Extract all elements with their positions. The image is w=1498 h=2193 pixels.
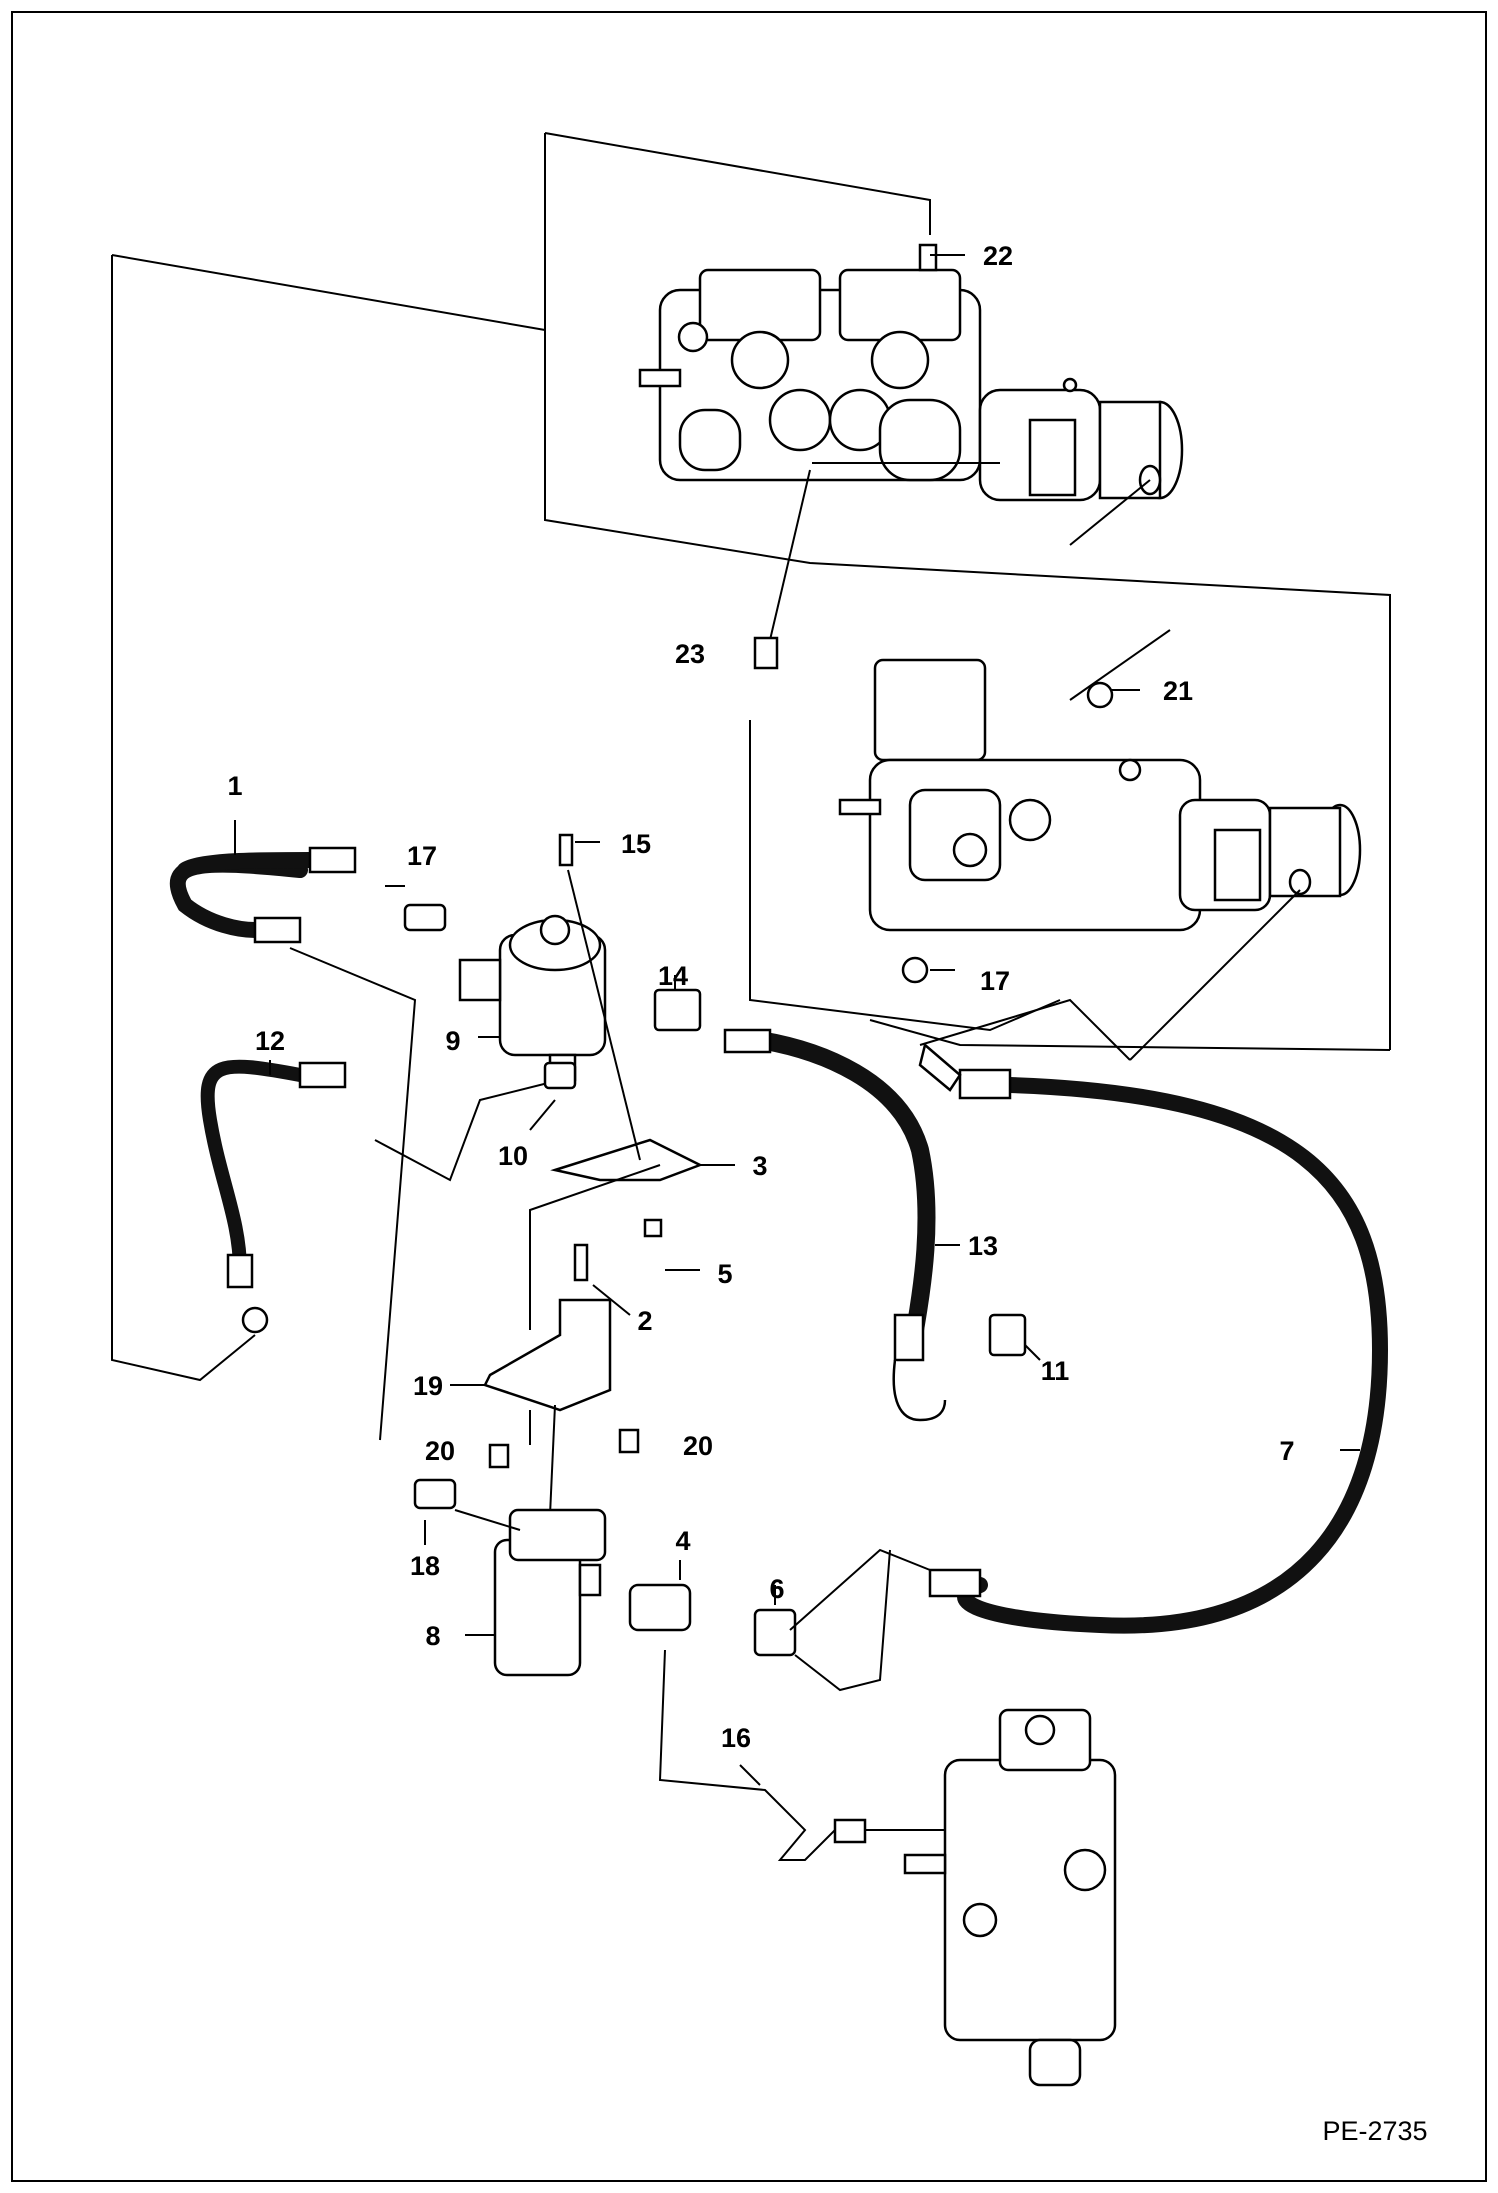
callout-labels: 1 2 3 4 5 6 7 8 9 10 11 12 13 14 15 16 1… <box>227 241 1294 1753</box>
gear-pump-9 <box>458 914 607 1082</box>
hose-1 <box>169 846 357 944</box>
callout-17-lower: 17 <box>980 966 1010 996</box>
callout-12: 12 <box>255 1026 285 1056</box>
callout-1: 1 <box>227 771 242 801</box>
drawing-code: PE-2735 <box>1322 2116 1427 2146</box>
callout-10: 10 <box>498 1141 528 1171</box>
filter-8 <box>493 1508 607 1677</box>
callout-4: 4 <box>675 1526 690 1556</box>
callout-2: 2 <box>637 1306 652 1336</box>
callout-20-right: 20 <box>683 1431 713 1461</box>
hydrostatic-pump-upper <box>544 132 1391 1050</box>
callout-20-left: 20 <box>425 1436 455 1466</box>
callout-6: 6 <box>769 1574 784 1604</box>
callout-15: 15 <box>621 829 651 859</box>
hydrostatic-pump-middle <box>749 629 1391 1051</box>
callout-16: 16 <box>721 1723 751 1753</box>
callout-19: 19 <box>413 1371 443 1401</box>
hose-12 <box>200 1059 347 1334</box>
callout-3: 3 <box>752 1151 767 1181</box>
callout-21: 21 <box>1163 676 1193 706</box>
hose-7 <box>918 1042 1389 1634</box>
callout-13: 13 <box>968 1231 998 1261</box>
callout-17-upper: 17 <box>407 841 437 871</box>
callout-14: 14 <box>658 961 688 991</box>
callout-23: 23 <box>675 639 705 669</box>
callout-9: 9 <box>445 1026 460 1056</box>
callout-11: 11 <box>1041 1356 1070 1386</box>
callout-22: 22 <box>983 241 1013 271</box>
callout-7: 7 <box>1279 1436 1294 1466</box>
diagram-border <box>11 11 1487 2182</box>
control-valve-lower <box>903 1708 1117 2087</box>
callout-18: 18 <box>410 1551 440 1581</box>
callout-5: 5 <box>717 1259 732 1289</box>
callout-8: 8 <box>425 1621 440 1651</box>
